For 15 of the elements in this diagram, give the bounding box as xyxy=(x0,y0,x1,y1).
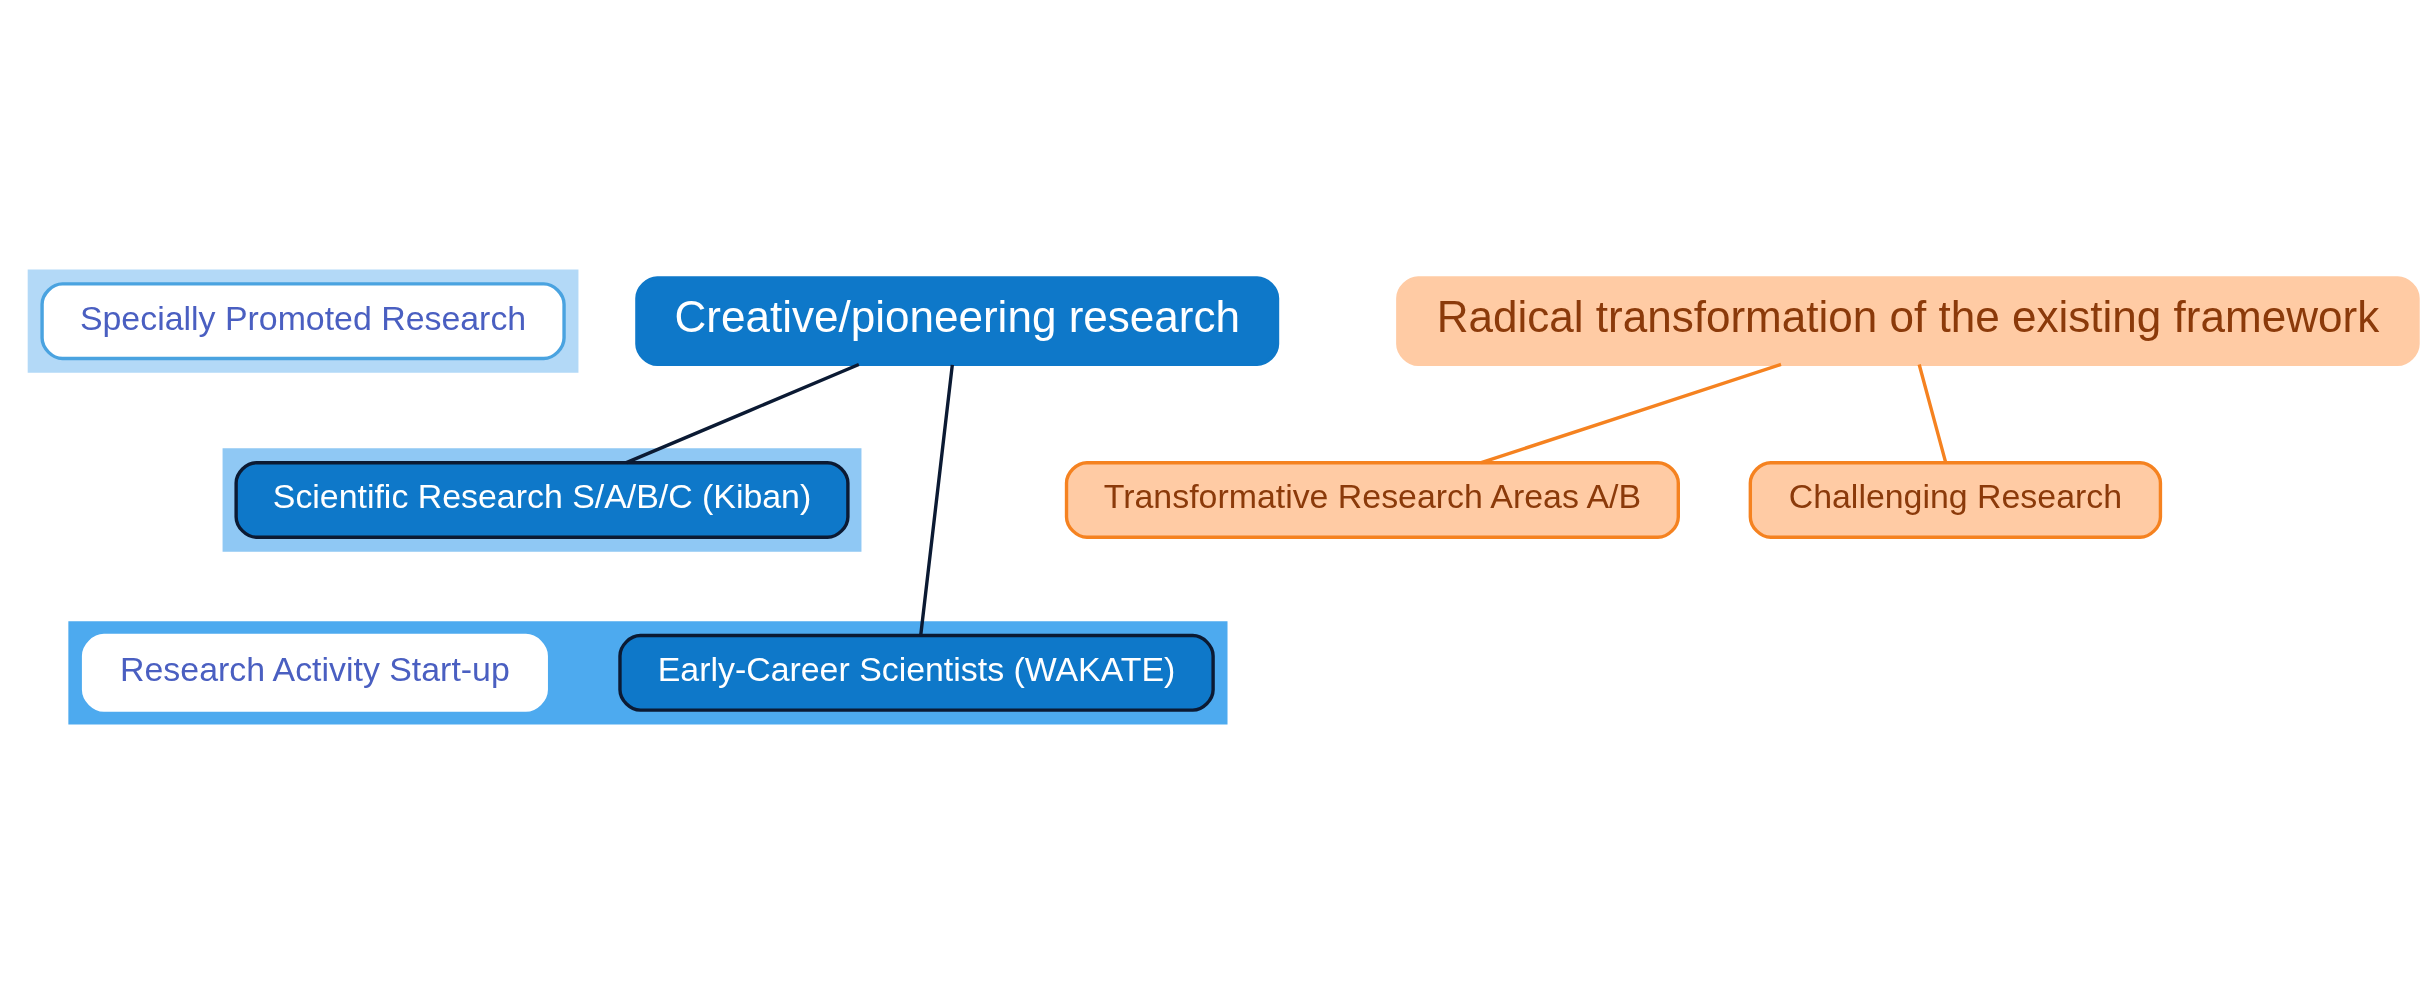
node-box: Challenging Research xyxy=(1748,461,2163,539)
node-box: Specially Promoted Research xyxy=(40,282,566,361)
node-box: Scientific Research S/A/B/C (Kiban) xyxy=(234,461,850,539)
cluster xyxy=(68,621,1228,725)
connector xyxy=(1917,364,1948,463)
node-box: Creative/pioneering research xyxy=(635,276,1280,367)
connector xyxy=(1480,362,1782,465)
connector xyxy=(625,362,860,465)
node-box: Radical transformation of the existing framework xyxy=(1396,276,2420,367)
cluster xyxy=(222,448,862,552)
node-box: Early-Career Scientists (WAKATE) xyxy=(618,633,1215,712)
node-box: Research Activity Start-up xyxy=(81,633,548,712)
node-box: Transformative Research Areas A/B xyxy=(1064,461,1680,539)
cluster xyxy=(27,269,579,373)
connector xyxy=(919,364,954,636)
